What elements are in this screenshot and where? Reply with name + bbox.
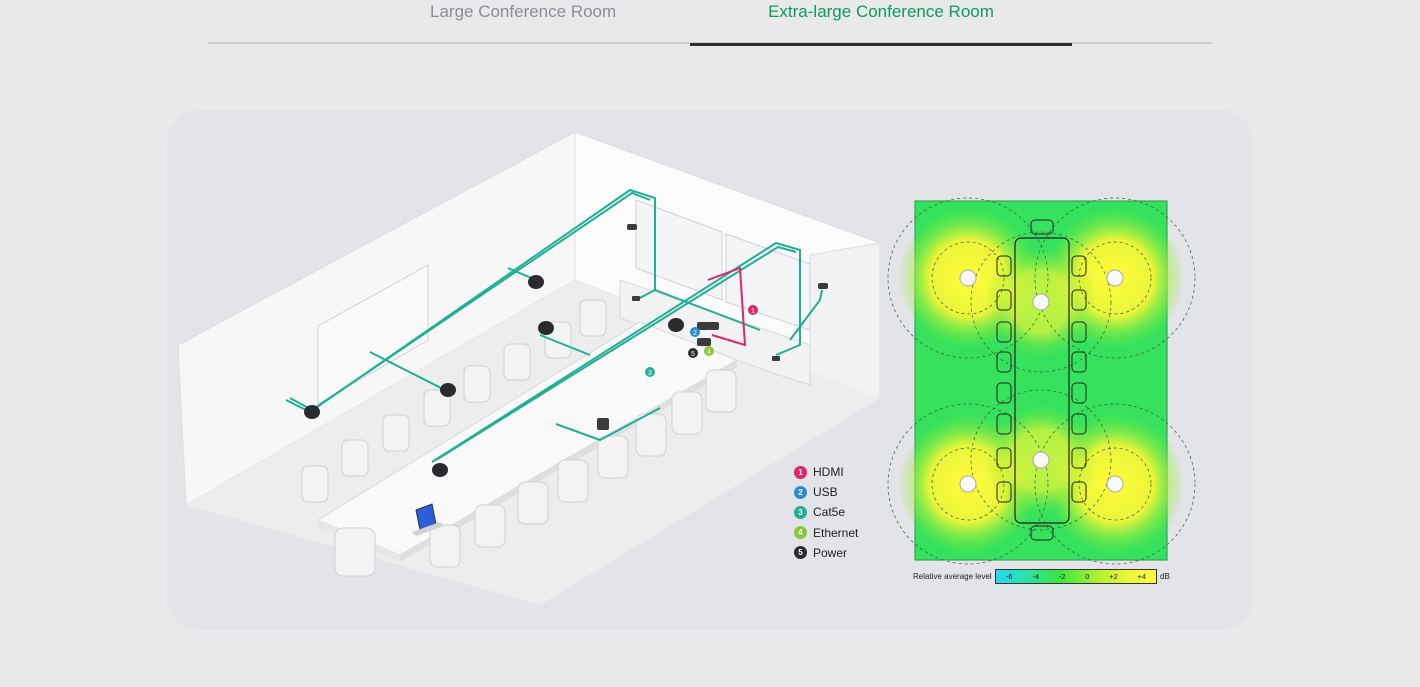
scale-tick: 0 — [1085, 571, 1090, 581]
scale-tick: -6 — [1005, 571, 1013, 581]
scale-tick: -4 — [1032, 571, 1040, 581]
tab-large-conference-room[interactable]: Large Conference Room — [430, 2, 617, 21]
diagram-card — [167, 110, 1253, 630]
scale-tick: +4 — [1137, 571, 1147, 581]
scale-tick: +2 — [1109, 571, 1118, 581]
tab-extra-large-conference-room[interactable]: Extra-large Conference Room — [690, 0, 1072, 46]
scale-unit: dB — [1160, 571, 1170, 581]
scale-label: Relative average level — [913, 571, 992, 581]
scale-bar: -6 -4 -2 0 +2 +4 — [995, 568, 1157, 584]
heatmap-scale: Relative average level -6 -4 -2 0 +2 +4 … — [913, 568, 1183, 584]
room-tabs: Large Conference Room Extra-large Confer… — [208, 0, 1212, 46]
scale-tick: -2 — [1058, 571, 1066, 581]
